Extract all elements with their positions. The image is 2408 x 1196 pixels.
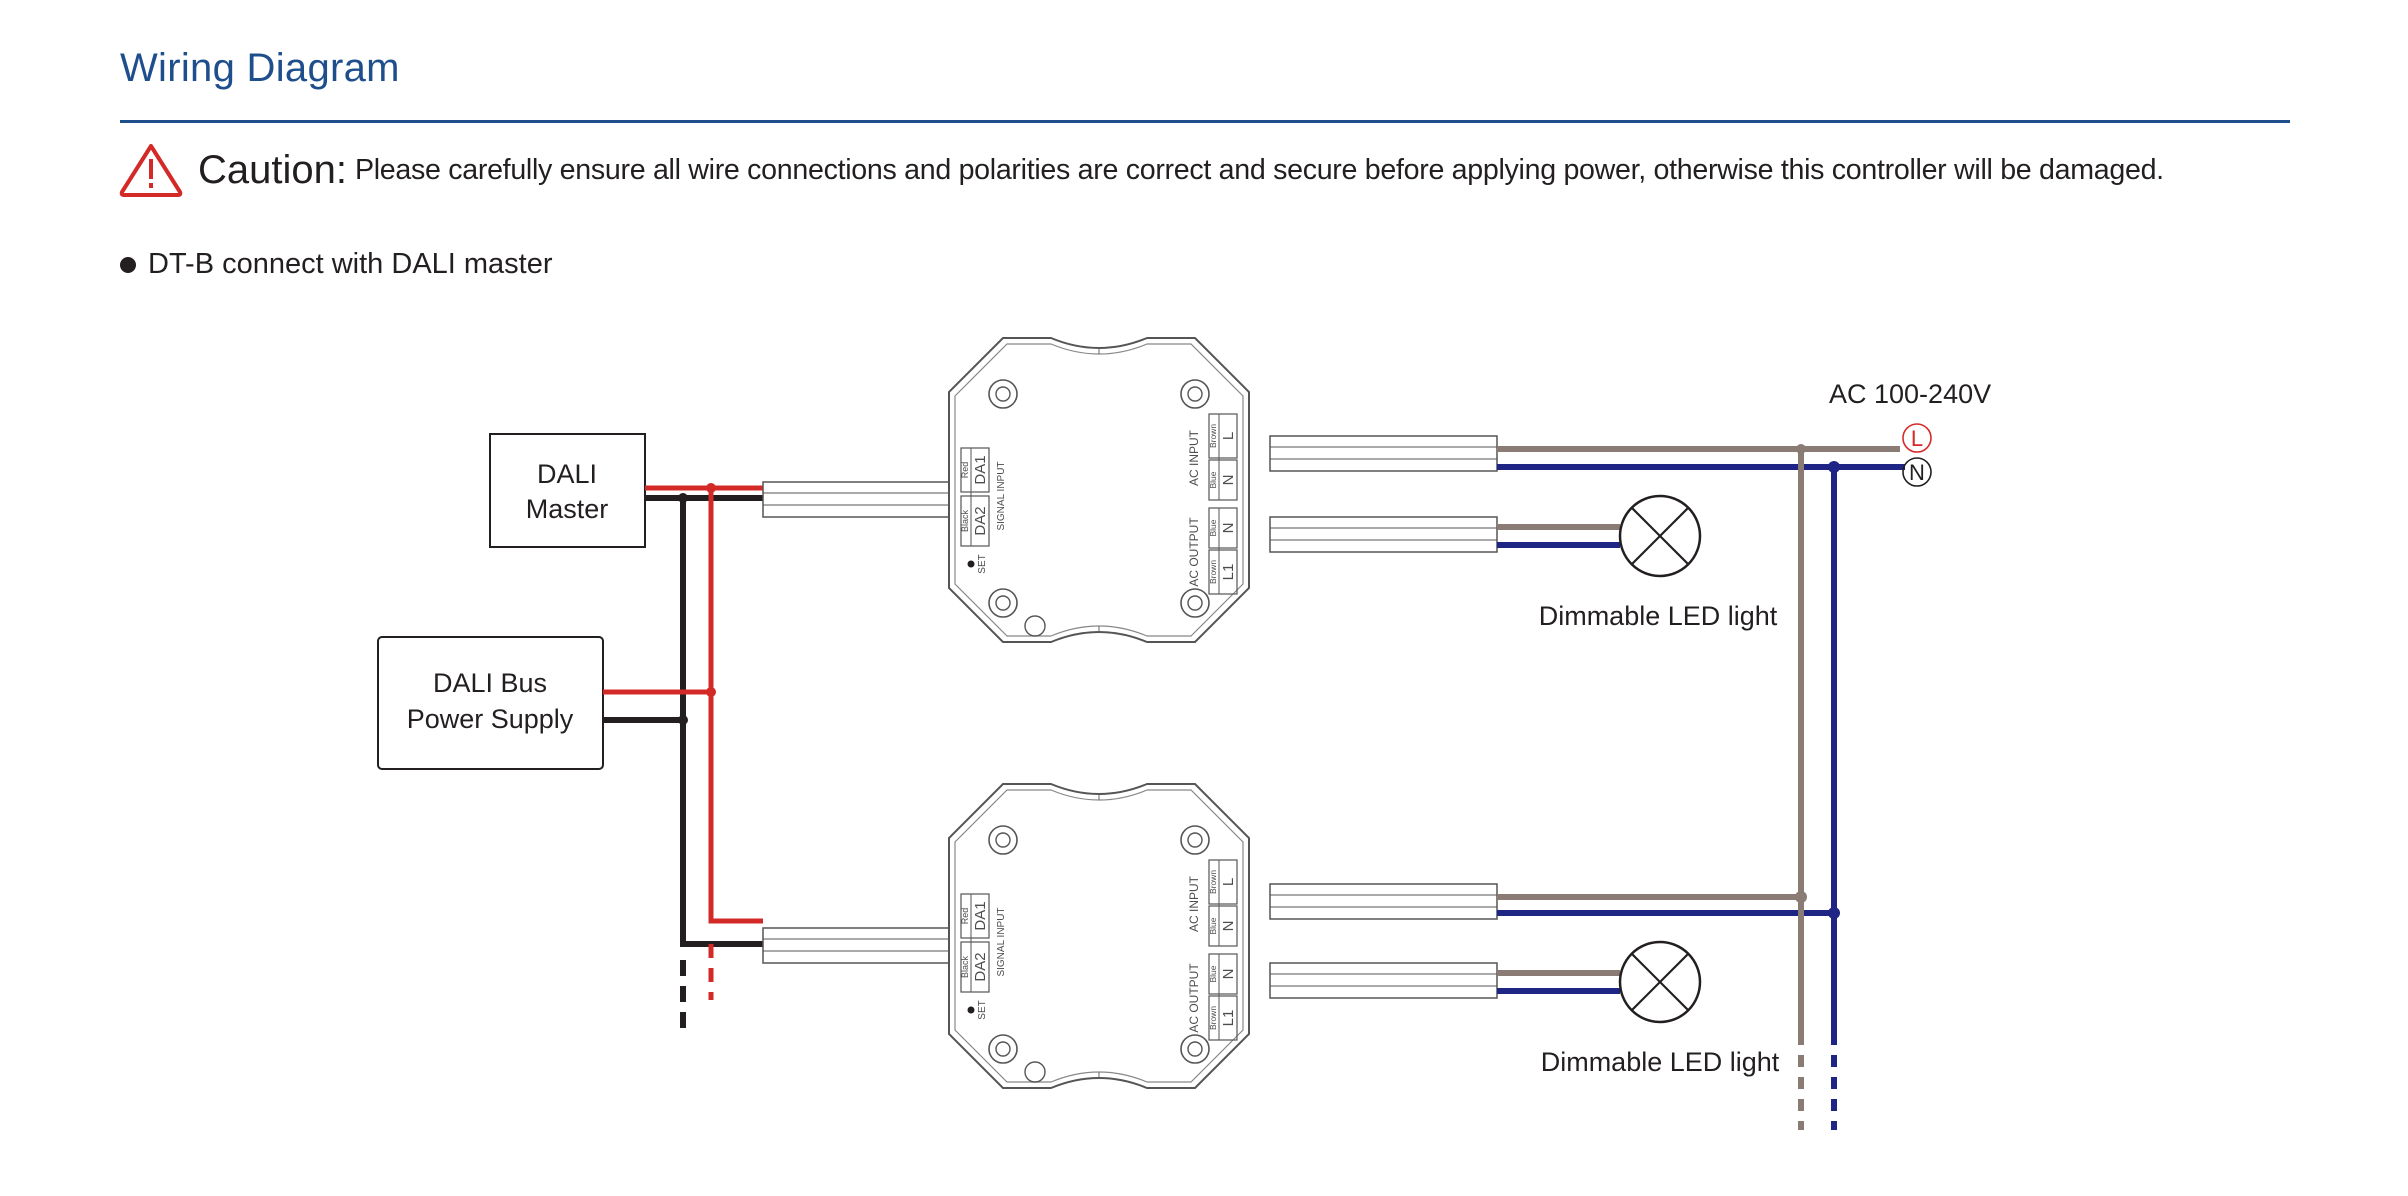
dali-black-wire-bus <box>680 498 763 947</box>
n-terminal-label: N <box>1909 460 1925 485</box>
controller-2-da1-terminal: DA1 <box>972 901 989 930</box>
controller-2-ac-in-n-terminal: N <box>1220 921 1237 932</box>
controller-1-da2-terminal: DA2 <box>972 506 989 535</box>
controller-1-ac-in-l-color: Brown <box>1208 424 1218 448</box>
controller-1-da1-color: Red <box>960 462 970 479</box>
controller-2-da1-color: Red <box>960 908 970 925</box>
controller-1: Red DA1 Black DA2 SIGNAL INPUT SET AC IN… <box>762 337 1498 643</box>
caution-message: Please carefully ensure all wire connect… <box>354 153 2164 186</box>
n-terminal-icon: N <box>1902 457 1932 487</box>
junction-dot <box>706 483 716 493</box>
lamp-2-label: Dimmable LED light <box>1541 1047 1780 1077</box>
controller-2-ac-out-l1-terminal: L1 <box>1220 1010 1237 1027</box>
junction-dot <box>1828 461 1840 473</box>
controller-1-ac-out-n-color: Blue <box>1208 519 1218 536</box>
lamp-icon <box>1618 494 1702 578</box>
bullet-dot-icon <box>120 256 136 273</box>
page-title: Wiring Diagram <box>120 46 400 90</box>
controller-2-ac-input-label: AC INPUT <box>1187 875 1201 932</box>
controller-2-ac-out-n-terminal: N <box>1220 969 1237 980</box>
controller-2-da2-terminal: DA2 <box>972 952 989 981</box>
controller-2-ac-in-l-terminal: L <box>1220 878 1237 886</box>
junction-dot <box>678 715 688 725</box>
controller-1-set-label: SET <box>977 554 988 573</box>
controller-2-set-label: SET <box>977 1000 988 1019</box>
controller-2-ac-out-n-color: Blue <box>1208 965 1218 982</box>
controller-1-ac-out-l1-terminal: L1 <box>1220 564 1237 581</box>
junction-dot <box>1828 907 1840 919</box>
section-heading: DT-B connect with DALI master <box>148 248 553 280</box>
controller-2-signal-input-label: SIGNAL INPUT <box>996 907 1007 976</box>
controller-2-ac-out-l1-color: Brown <box>1208 1006 1218 1030</box>
lamp-icon <box>1618 940 1702 1024</box>
title-divider <box>120 120 2290 123</box>
dali-master-label-line2: Master <box>526 494 609 524</box>
dali-master-label-line1: DALI <box>537 459 597 489</box>
controller-1-ac-input-label: AC INPUT <box>1187 429 1201 486</box>
dali-bus-wires <box>603 483 763 1030</box>
ac-supply-label: AC 100-240V <box>1829 379 1991 409</box>
l-terminal-icon: L <box>1902 423 1932 453</box>
caution-label: Caution: <box>198 147 347 192</box>
junction-dot <box>1795 891 1807 903</box>
controller-1-ac-output-label: AC OUTPUT <box>1187 517 1201 587</box>
controller-1-ac-in-n-terminal: N <box>1220 475 1237 486</box>
controller-1-ac-out-n-terminal: N <box>1220 523 1237 534</box>
dali-bus-power-label-line2: Power Supply <box>407 704 574 734</box>
dali-bus-power-box <box>377 636 604 770</box>
junction-dot <box>706 687 716 697</box>
caution-notice: Caution: Please carefully ensure all wir… <box>118 142 2164 198</box>
dali-red-wire-bus <box>708 488 763 924</box>
controller-2: Red DA1 Black DA2 SIGNAL INPUT SET AC IN… <box>762 783 1498 1089</box>
dali-master-box <box>489 433 646 548</box>
controller-2-ac-in-n-color: Blue <box>1208 917 1218 934</box>
controller-2-ac-output-label: AC OUTPUT <box>1187 963 1201 1033</box>
controller-2-da2-color: Black <box>960 956 970 979</box>
junction-dot <box>1796 444 1806 454</box>
warning-triangle-icon <box>119 144 183 197</box>
dali-bus-power-label-line1: DALI Bus <box>433 668 547 698</box>
lamp-1-label: Dimmable LED light <box>1539 601 1778 631</box>
controller-1-ac-in-n-color: Blue <box>1208 471 1218 488</box>
controller-2-ac-in-l-color: Brown <box>1208 870 1218 894</box>
controller-1-signal-input-label: SIGNAL INPUT <box>996 461 1007 530</box>
l-terminal-label: L <box>1911 426 1923 451</box>
controller-1-ac-in-l-terminal: L <box>1220 432 1237 440</box>
controller-1-da1-terminal: DA1 <box>972 455 989 484</box>
ac-mains-wires <box>1497 444 1905 1130</box>
junction-dot <box>678 493 688 503</box>
controller-1-da2-color: Black <box>960 510 970 533</box>
section-bullet: DT-B connect with DALI master <box>120 248 553 281</box>
controller-1-ac-out-l1-color: Brown <box>1208 560 1218 584</box>
